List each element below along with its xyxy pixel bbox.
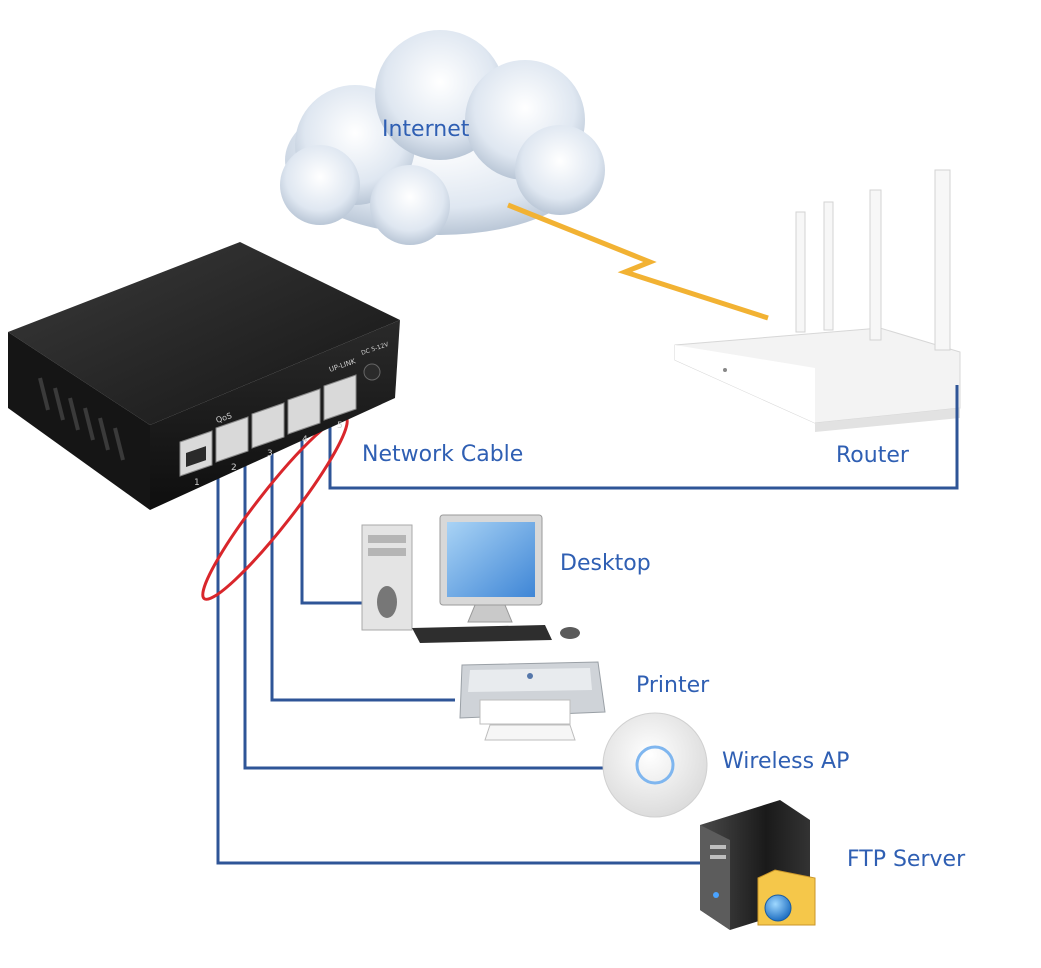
router-icon: [674, 169, 961, 432]
label-router: Router: [836, 443, 909, 468]
switch-port-4: [287, 388, 321, 435]
label-ftp-server: FTP Server: [847, 847, 966, 872]
label-internet: Internet: [382, 117, 470, 142]
cable-uplink-router: [328, 385, 959, 490]
switch-port-label: 5: [337, 421, 343, 431]
server-icon: [700, 800, 816, 930]
label-network-cable: Network Cable: [362, 442, 524, 467]
cloud-icon: [280, 30, 605, 245]
desktop-icon: [361, 514, 580, 643]
power-jack: [363, 363, 381, 381]
switch-port-5: [323, 374, 357, 421]
switch-port-label: 2: [231, 463, 237, 473]
wireless-ap-icon: [602, 712, 708, 818]
switch-port-3: [251, 402, 285, 449]
label-desktop: Desktop: [560, 551, 651, 576]
switch-port-label: 1: [194, 478, 200, 488]
cable-wireless-ap: [243, 430, 605, 770]
cable-desktop: [300, 410, 362, 605]
cable-ftp-server: [216, 440, 700, 865]
label-printer: Printer: [636, 673, 710, 698]
switch-icon: 1 2 3 4 5 QoS UP-LINK DC 5-12V: [8, 242, 400, 510]
printer-icon: [459, 661, 606, 741]
switch-port-label: 4: [302, 435, 308, 445]
switch-port-2: [215, 416, 249, 463]
label-wireless-ap: Wireless AP: [722, 749, 850, 774]
wan-lightning-link: [507, 202, 769, 321]
switch-port-label: 3: [267, 449, 273, 459]
cables: [216, 385, 959, 865]
cable-printer: [270, 420, 455, 702]
globe-icon: [764, 894, 792, 922]
